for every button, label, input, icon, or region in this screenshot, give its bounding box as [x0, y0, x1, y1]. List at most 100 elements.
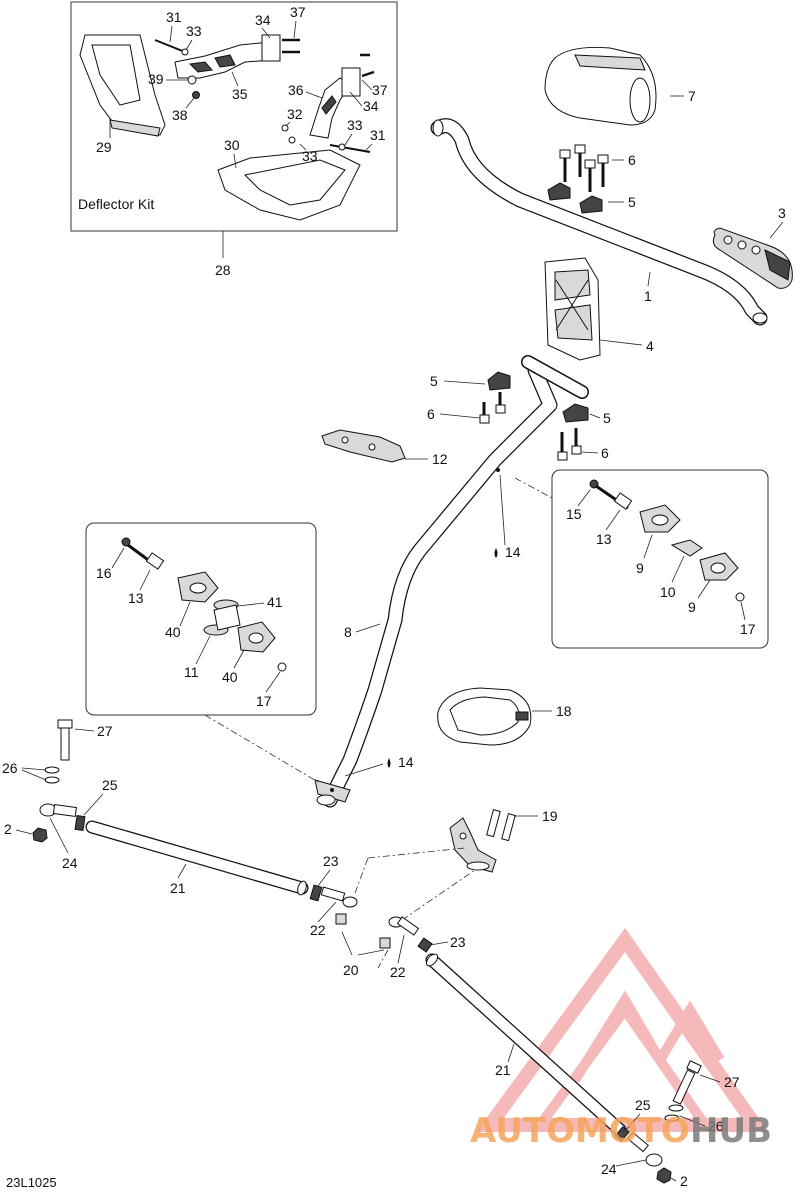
jam-nut-25-left — [74, 814, 86, 832]
deflector-kit-box — [70, 1, 398, 232]
callout-39: 39 — [148, 71, 164, 87]
callout-5b: 5 — [430, 373, 438, 389]
callout-36: 36 — [288, 82, 304, 98]
callout-17a: 17 — [740, 621, 756, 637]
callout-8: 8 — [344, 624, 352, 640]
clamp-bolts-middle — [479, 371, 589, 461]
riser-block — [544, 257, 601, 361]
callout-3: 3 — [778, 205, 786, 221]
callout-1: 1 — [644, 288, 652, 304]
callout-17b: 17 — [256, 693, 272, 709]
steering-arm-bracket — [449, 809, 516, 873]
callout-9a: 9 — [636, 560, 644, 576]
callout-37a: 37 — [290, 4, 306, 20]
rod-end-22-right — [388, 916, 420, 936]
callout-23b: 23 — [450, 934, 466, 950]
callout-9b: 9 — [688, 599, 696, 615]
drop-icon — [387, 758, 391, 768]
drop-icon — [494, 548, 498, 558]
callout-40b: 40 — [222, 669, 238, 685]
deflector-left — [79, 34, 166, 137]
steering-boot — [437, 687, 532, 746]
callout-40a: 40 — [165, 624, 181, 640]
callout-5a: 5 — [628, 194, 636, 210]
callout-15: 15 — [566, 506, 582, 522]
deflector-right — [217, 149, 361, 221]
deflector-kit-label: Deflector Kit — [78, 196, 154, 212]
callout-24b: 24 — [601, 1161, 617, 1177]
callout-6b: 6 — [427, 406, 435, 422]
spacers-20 — [335, 913, 391, 949]
callout-10: 10 — [660, 584, 676, 600]
callout-6c: 6 — [601, 445, 609, 461]
callout-31b: 31 — [370, 127, 386, 143]
watermark-text-b: HUB — [690, 1111, 772, 1151]
rod-end-22-left — [320, 886, 358, 908]
callout-5c: 5 — [603, 410, 611, 426]
callout-37b: 37 — [372, 82, 388, 98]
bracket-36 — [281, 53, 375, 153]
tie-rod-left — [85, 820, 309, 896]
callout-31a: 31 — [166, 9, 182, 25]
clamp-detail-box-left — [85, 522, 317, 716]
rod-end-left — [39, 803, 78, 818]
callout-26a: 26 — [2, 760, 18, 776]
handlebar — [430, 118, 768, 326]
steering-column — [314, 355, 589, 808]
callout-24a: 24 — [62, 855, 78, 871]
watermark-logo — [476, 927, 769, 1132]
callout-13a: 13 — [596, 531, 612, 547]
callout-35: 35 — [232, 86, 248, 102]
callout-22a: 22 — [310, 922, 326, 938]
diagram-id: 23L1025 — [6, 1175, 57, 1190]
callout-27b: 27 — [724, 1074, 740, 1090]
hand-grip — [712, 227, 793, 289]
callout-20: 20 — [343, 962, 359, 978]
callout-30: 30 — [224, 137, 240, 153]
tie-rod-right — [425, 953, 627, 1137]
clamp-detail-box-right — [551, 469, 769, 649]
callout-11: 11 — [184, 664, 199, 680]
callout-19: 19 — [542, 808, 558, 824]
callout-26b: 26 — [708, 1118, 724, 1134]
callout-12: 12 — [432, 451, 448, 467]
callout-27a: 27 — [97, 723, 113, 739]
callout-25b: 25 — [635, 1097, 651, 1113]
callout-33b: 33 — [347, 117, 363, 133]
mount-plate — [321, 429, 406, 463]
callout-2a: 2 — [4, 821, 12, 837]
callout-13b: 13 — [128, 590, 144, 606]
callout-25a: 25 — [102, 777, 118, 793]
washers-26-left — [44, 766, 60, 784]
callout-38: 38 — [172, 107, 188, 123]
callout-14a: 14 — [505, 544, 521, 560]
callout-41: 41 — [267, 594, 283, 610]
clamp-kit-right — [589, 479, 745, 602]
callout-33a: 33 — [186, 23, 202, 39]
callout-16: 16 — [96, 565, 112, 581]
callout-7: 7 — [688, 88, 696, 104]
callout-14b: 14 — [398, 754, 414, 770]
callout-33c: 33 — [302, 148, 318, 164]
callout-23a: 23 — [323, 853, 339, 869]
nut-2-left — [32, 827, 48, 843]
jam-nut-23-right — [417, 937, 433, 953]
handlebar-pad — [544, 47, 657, 126]
watermark-text-a: AUTOMOTO — [470, 1111, 690, 1151]
callout-18: 18 — [556, 703, 572, 719]
callout-4: 4 — [646, 338, 654, 354]
callout-34a: 34 — [255, 12, 271, 28]
lower-right-hardware — [614, 1060, 702, 1184]
callout-28: 28 — [215, 262, 231, 278]
bolt-27-left — [57, 719, 73, 761]
clamp-bolts-top — [547, 144, 609, 214]
callout-6a: 6 — [628, 152, 636, 168]
callout-21a: 21 — [170, 880, 186, 896]
callout-34b: 34 — [363, 98, 379, 114]
callout-32: 32 — [287, 106, 303, 122]
hardware-top-left — [154, 38, 300, 99]
callout-2b: 2 — [680, 1173, 688, 1189]
jam-nut-23-left — [309, 884, 323, 902]
callout-22b: 22 — [390, 964, 406, 980]
